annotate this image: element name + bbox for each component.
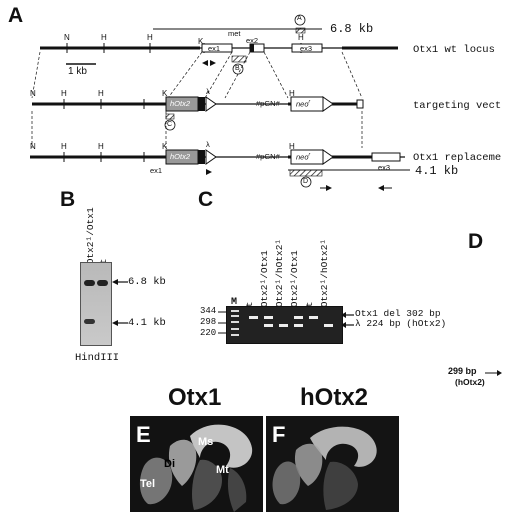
ex3-label-wt: ex3	[300, 44, 313, 53]
panel-b-lane-hotx2-otx1: hOtx2¹/Otx1	[85, 207, 96, 270]
gel-band-wt-2	[309, 316, 318, 319]
region-tel-label: Tel	[140, 478, 156, 490]
panel-e-letter: E	[136, 422, 151, 447]
site-h-wt-3: H	[298, 33, 304, 42]
probe-d-box	[289, 169, 323, 177]
panel-d-band-label: 299 bp	[448, 366, 477, 376]
ex2-label-wt: ex2	[246, 36, 259, 45]
site-k-vector: K	[162, 89, 168, 98]
probe-a-box	[295, 27, 306, 34]
neo-label-vector: neor	[296, 99, 311, 109]
panel-c-letter: C	[198, 188, 214, 211]
site-n-wt: N	[64, 33, 70, 42]
panel-a-letter: A	[8, 4, 24, 27]
pgn-label-vector: #pGN#	[256, 99, 280, 108]
site-h-wt-2: H	[147, 33, 153, 42]
site-k-wt: K	[198, 37, 204, 46]
panel-d-arrow	[485, 370, 502, 376]
gel-band-het-2-lower	[294, 324, 303, 327]
probe-b-letter: B	[235, 65, 240, 72]
hotx2-label-replacement: hOtx2	[170, 152, 191, 161]
neo-label-replacement: neor	[296, 152, 311, 162]
probe-a-circle	[294, 14, 306, 26]
site-h-vector-2: H	[98, 89, 104, 98]
site-n-replacement: N	[30, 142, 36, 151]
wt-locus-label: Otx1 wt locus	[413, 44, 495, 56]
ex3-label-replacement: ex3	[378, 163, 391, 172]
lambda-label-vector: λ	[206, 87, 210, 96]
targeting-vector-label: targeting vect	[413, 100, 502, 112]
probe-a-letter: A	[297, 15, 302, 22]
panel-f-letter: F	[272, 422, 286, 447]
region-ms-label: Ms	[198, 436, 214, 448]
gel-band-het-1-upper	[264, 316, 273, 319]
pgn-label-replacement: #pGN#	[256, 152, 280, 161]
site-h-wt-1: H	[101, 33, 107, 42]
exon1-box	[201, 43, 233, 53]
exon3-box-replacement	[371, 152, 401, 162]
site-h-replacement-1: H	[61, 142, 67, 151]
panel-e-embryo-image: E Ms Di Mt Tel	[130, 416, 263, 512]
gel-size-298: 298	[200, 317, 217, 327]
replacement-locus-label: Otx1 replaceme	[413, 152, 502, 164]
gel-band-hom-2	[324, 324, 333, 327]
ex1-label-wt: ex1	[208, 44, 221, 53]
site-h-replacement-2: H	[98, 142, 104, 151]
lambda-label-replacement: λ	[206, 140, 210, 149]
ex1-label-replacement: ex1	[150, 166, 163, 175]
exon3-box	[291, 43, 323, 53]
blot-band-6.8kb-label: 6.8 kb	[128, 276, 166, 288]
gel-band-hom-1	[279, 324, 288, 327]
site-k-replacement: K	[162, 142, 168, 151]
panel-b-letter: B	[60, 188, 76, 211]
gel-size-220: 220	[200, 328, 217, 338]
panel-d-letter: D	[468, 230, 484, 253]
gel-band-wt-1	[249, 316, 258, 319]
gel-band-het-1-lower	[264, 324, 273, 327]
targeting-map-diagram	[30, 14, 410, 191]
blot-arrows	[112, 279, 128, 326]
probe-c-letter: C	[167, 121, 173, 128]
gel-band-otx1-label: Otx1 del 302 bp	[355, 308, 441, 319]
blot-band-6.8kb-lane2	[97, 280, 108, 286]
panel-f-title: hOtx2	[300, 384, 369, 411]
gel-marker-label: M	[231, 297, 238, 308]
site-n-vector: N	[30, 89, 36, 98]
hotx2-label-vector: hOtx2	[170, 99, 191, 108]
probe-d-letter: D	[303, 178, 309, 185]
southern-blot-image	[80, 262, 112, 346]
gel-lane-2: hOtx2¹/Otx1	[259, 250, 270, 313]
probe-b-box	[231, 55, 247, 63]
site-h-vector-3: H	[289, 89, 295, 98]
blot-band-4.1kb-label: 4.1 kb	[128, 317, 166, 329]
gel-lane-3: hOtx2¹/hOtx2¹	[274, 238, 285, 313]
gel-band-hotx2-label: λ 224 bp (hOtx2)	[355, 318, 447, 329]
gel-size-ticks	[218, 311, 226, 334]
met-label: met	[228, 29, 241, 38]
blot-band-6.8kb-lane1	[84, 280, 95, 286]
fragment-6.8kb-label: 6.8 kb	[330, 22, 374, 36]
site-h-vector-1: H	[61, 89, 67, 98]
fragment-4.1kb-label: 4.1 kb	[415, 164, 459, 178]
gel-lane-4: hOtx2¹/Otx1	[289, 250, 300, 313]
gel-size-344: 344	[200, 306, 217, 316]
region-mt-label: Mt	[216, 464, 229, 476]
panel-e-title: Otx1	[168, 384, 222, 411]
site-h-replacement-3: H	[289, 142, 295, 151]
probe-c-box	[165, 113, 175, 120]
panel-d-band-sublabel: (hOtx2)	[455, 377, 485, 387]
gel-band-arrows	[341, 312, 354, 328]
region-di-label: Di	[164, 458, 175, 470]
gel-lane-6: hOtx2¹/hOtx2¹	[319, 238, 330, 313]
scale-bar-label: 1 kb	[68, 66, 87, 77]
gel-band-het-2-upper	[294, 316, 303, 319]
pcr-gel-image	[226, 306, 343, 344]
blot-enzyme-label: HindIII	[75, 352, 120, 364]
blot-band-4.1kb-lane1	[84, 319, 95, 324]
panel-f-embryo-image: F	[266, 416, 399, 512]
